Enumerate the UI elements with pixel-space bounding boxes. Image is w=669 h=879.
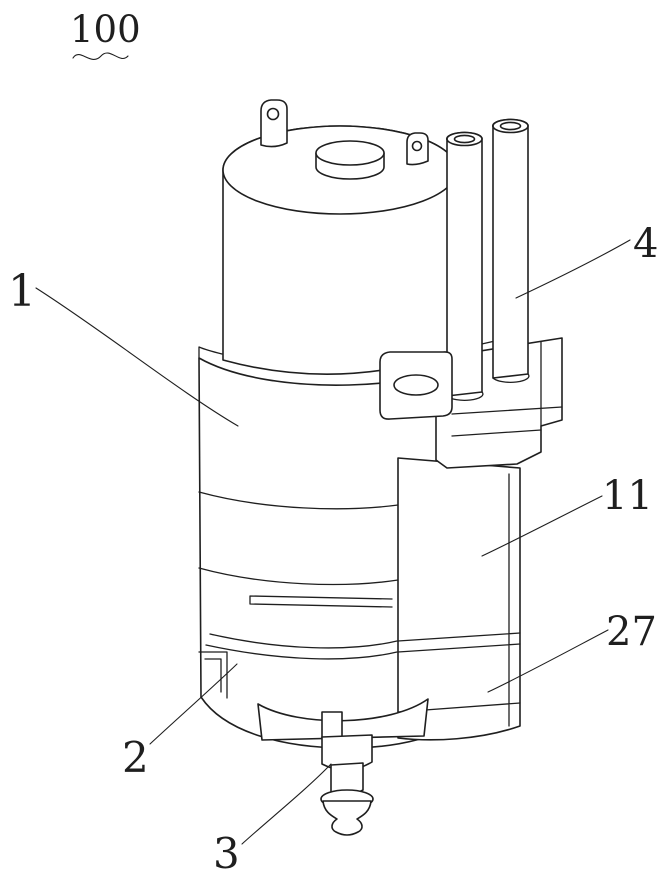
plate-tab — [321, 711, 343, 740]
label-2: 2 — [122, 733, 149, 782]
leader-line-2 — [149, 663, 238, 745]
label-3: 3 — [213, 829, 240, 878]
leader-line-3 — [241, 763, 332, 845]
motor-terminal-right-hole — [411, 140, 423, 152]
leader-lines — [35, 239, 631, 845]
bracket-flange — [379, 351, 453, 420]
motor-terminal-left — [260, 99, 288, 148]
side-housing-panel — [397, 457, 521, 741]
label-4: 4 — [633, 221, 658, 267]
bottom-plate — [257, 698, 429, 741]
housing-clip-notch — [198, 651, 228, 699]
leader-line-27 — [487, 629, 609, 693]
label-11: 11 — [602, 473, 653, 519]
side-panel-face — [397, 457, 521, 741]
tube-rear-bore — [499, 121, 522, 131]
label-100: 100 — [70, 8, 141, 51]
reference-numerals: 100 1 4 11 27 2 3 — [8, 8, 658, 878]
water-tubes — [446, 118, 530, 401]
label-1: 1 — [8, 266, 36, 317]
tube-front-bore — [453, 134, 476, 144]
leader-line-4 — [515, 239, 631, 299]
side-panel-lines — [397, 473, 521, 727]
motor-terminal-left-hole — [266, 107, 280, 121]
housing-section-lines — [198, 491, 399, 660]
motor-assembly — [222, 99, 458, 376]
leader-line-11 — [481, 495, 603, 557]
outlet-assembly — [257, 698, 429, 836]
barb-tip — [322, 800, 372, 836]
tube-rear-body — [492, 118, 529, 379]
leader-line-1 — [35, 287, 239, 427]
flange-slot — [393, 374, 439, 396]
bracket-step-lines — [451, 341, 563, 437]
label-100-tilde — [72, 52, 129, 60]
motor-shaft-boss-top — [315, 140, 385, 166]
housing-rim-edges — [198, 340, 496, 359]
label-27: 27 — [606, 609, 657, 655]
